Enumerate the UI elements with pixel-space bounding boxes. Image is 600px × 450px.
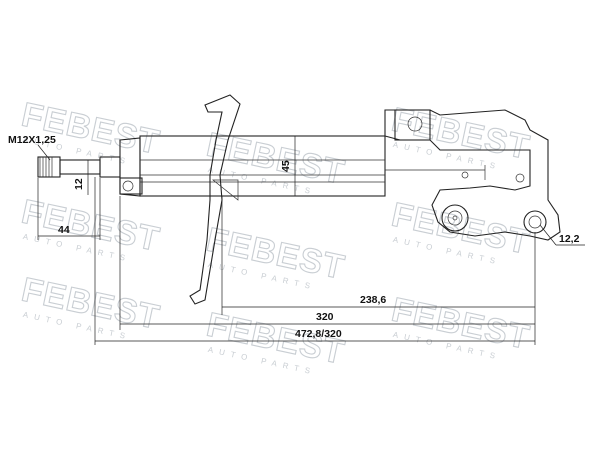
label-thread: M12X1,25 <box>8 134 56 146</box>
label-bracket-hole: 12,2 <box>559 233 580 245</box>
dimension-lines <box>37 136 585 345</box>
label-compressed: 320 <box>316 311 334 323</box>
label-rod-length: 44 <box>58 224 70 236</box>
label-extended: 472,8/320 <box>295 328 342 340</box>
label-stroke: 238,6 <box>360 294 386 306</box>
bracket-hole-upper <box>441 204 469 232</box>
bracket-hole-lower <box>523 210 547 234</box>
leader-thread <box>37 144 51 161</box>
knuckle-bracket <box>384 109 561 241</box>
spring-seat <box>189 94 241 305</box>
label-body-diameter: 45 <box>280 160 292 172</box>
shock-body <box>119 135 386 197</box>
watermark-group: FEBEST AUTO PARTS FEBEST AUTO PARTS FEBE… <box>18 95 534 377</box>
piston-rod <box>37 156 121 178</box>
label-rod-diameter: 12 <box>73 178 85 190</box>
